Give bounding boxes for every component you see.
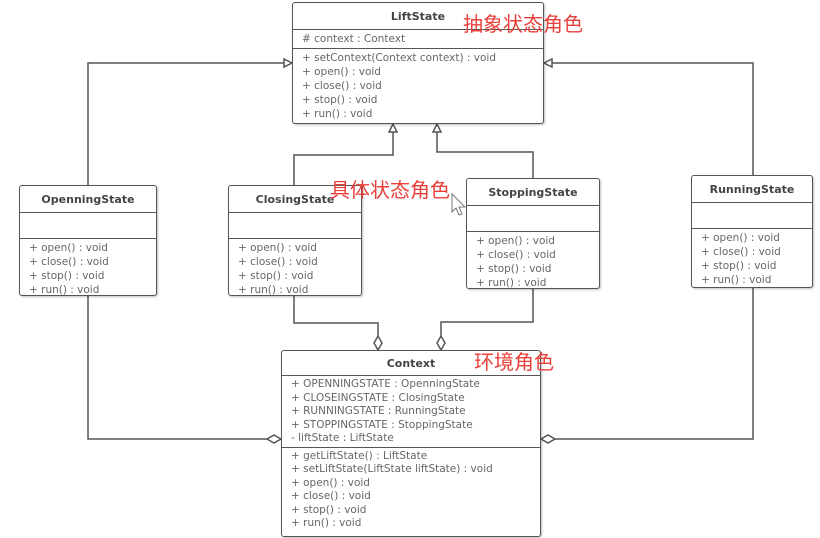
method: + open() : void xyxy=(238,242,317,254)
class-closingstate[interactable]: ClosingState + open() : void + close() :… xyxy=(228,185,362,296)
attributes-section xyxy=(229,213,361,239)
method: + setLiftState(LiftState liftState) : vo… xyxy=(291,463,493,475)
attributes-section: + OPENNINGSTATE : OpenningState + CLOSEI… xyxy=(282,376,540,448)
method: + run() : void xyxy=(701,274,772,286)
method: + open() : void xyxy=(302,66,381,78)
method: + stop() : void xyxy=(701,260,777,272)
method: + run() : void xyxy=(238,284,309,296)
methods-section: + open() : void + close() : void + stop(… xyxy=(229,239,361,296)
arrowhead-closing xyxy=(387,122,399,133)
aggregation-closing xyxy=(293,296,379,336)
aggregation-stopping xyxy=(440,289,534,336)
arrowhead-stopping xyxy=(431,122,443,133)
method: + stop() : void xyxy=(238,270,314,282)
generalization-stopping xyxy=(436,132,534,178)
method: + close() : void xyxy=(238,256,318,268)
class-name: Context xyxy=(282,351,540,376)
method: + open() : void xyxy=(291,476,370,489)
attribute: + OPENNINGSTATE : OpenningState xyxy=(291,378,480,390)
class-openningstate[interactable]: OpenningState + open() : void + close() … xyxy=(19,185,157,296)
method: + open() : void xyxy=(701,232,780,244)
class-stoppingstate[interactable]: StoppingState + open() : void + close() … xyxy=(466,178,600,289)
annotation-concrete-role: 具体状态角色 xyxy=(330,178,450,202)
class-name: ClosingState xyxy=(229,186,361,213)
diamond-running xyxy=(539,434,557,444)
methods-section: + open() : void + close() : void + stop(… xyxy=(467,232,599,289)
class-runningstate[interactable]: RunningState + open() : void + close() :… xyxy=(691,175,813,288)
method: + setContext(Context context) : void xyxy=(302,52,496,64)
diamond-stopping xyxy=(436,334,446,352)
attributes-section xyxy=(467,206,599,232)
method: + open() : void xyxy=(476,235,555,247)
attributes-section: # context : Context xyxy=(293,30,543,49)
method: + close() : void xyxy=(29,256,109,268)
arrowhead-openning xyxy=(283,57,294,69)
method: + stop() : void xyxy=(291,503,367,516)
class-name: LiftState xyxy=(293,3,543,30)
method: + stop() : void xyxy=(476,263,552,275)
annotation-abstract-role: 抽象状态角色 xyxy=(463,12,583,36)
arrowhead-running xyxy=(542,57,553,69)
method: + run() : void xyxy=(476,277,547,289)
method: + run() : void xyxy=(291,517,362,529)
methods-section: + open() : void + close() : void + stop(… xyxy=(692,229,812,287)
method: + stop() : void xyxy=(29,270,105,282)
generalization-running xyxy=(552,62,754,175)
methods-section: + getLiftState() : LiftState + setLiftSt… xyxy=(282,448,540,532)
class-context[interactable]: Context + OPENNINGSTATE : OpenningState … xyxy=(281,350,541,537)
methods-section: + open() : void + close() : void + stop(… xyxy=(20,239,156,296)
aggregation-running xyxy=(555,288,754,440)
class-name: OpenningState xyxy=(20,186,156,213)
method: + close() : void xyxy=(701,246,781,258)
method: + getLiftState() : LiftState xyxy=(291,449,428,462)
method: + close() : void xyxy=(291,490,371,502)
generalization-closing xyxy=(293,132,394,185)
method: + close() : void xyxy=(302,80,382,92)
method: + stop() : void xyxy=(302,94,378,106)
method: + open() : void xyxy=(29,242,108,254)
attribute: - liftState : LiftState xyxy=(291,432,394,444)
attribute: + RUNNINGSTATE : RunningState xyxy=(291,405,466,417)
attribute: + CLOSEINGSTATE : ClosingState xyxy=(291,391,465,404)
method: + run() : void xyxy=(29,284,100,296)
diamond-openning xyxy=(265,434,283,444)
attributes-section xyxy=(20,213,156,239)
annotation-context-role: 环境角色 xyxy=(474,350,554,374)
attribute: + STOPPINGSTATE : StoppingState xyxy=(291,418,473,431)
attribute: # context : Context xyxy=(302,33,406,45)
method: + run() : void xyxy=(302,108,373,120)
class-name: StoppingState xyxy=(467,179,599,206)
attributes-section xyxy=(692,203,812,229)
class-name: RunningState xyxy=(692,176,812,203)
aggregation-openning xyxy=(87,296,267,440)
methods-section: + setContext(Context context) : void + o… xyxy=(293,49,543,123)
generalization-openning xyxy=(87,62,284,185)
diamond-closing xyxy=(373,334,383,352)
method: + close() : void xyxy=(476,249,556,261)
class-liftstate[interactable]: LiftState # context : Context + setConte… xyxy=(292,2,544,124)
